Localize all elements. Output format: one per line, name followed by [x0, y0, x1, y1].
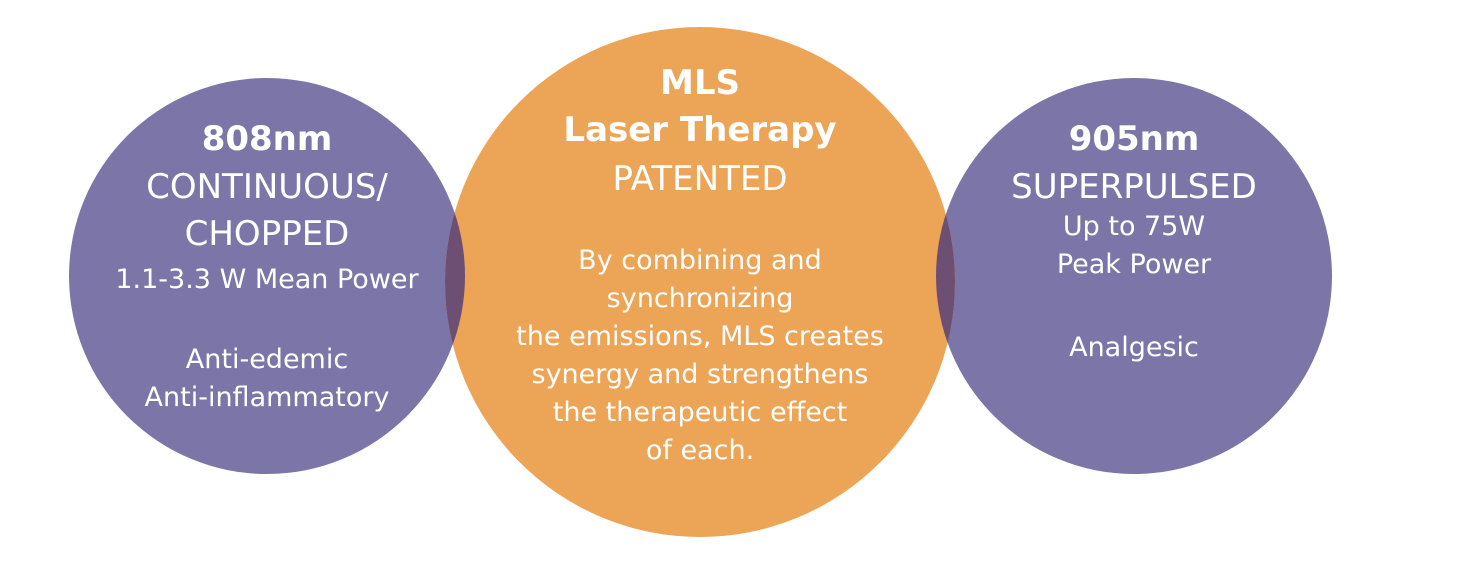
- right-power: Up to 75W Peak Power: [1056, 211, 1212, 280]
- center-title-line1: MLS: [660, 63, 740, 103]
- center-subtitle: PATENTED: [612, 159, 788, 199]
- right-mode: SUPERPULSED: [1011, 167, 1257, 207]
- left-mode-line1: CONTINUOUS/: [146, 167, 388, 207]
- right-circle: [936, 78, 1332, 474]
- center-description: By combining and synchronizing the emiss…: [516, 245, 884, 466]
- center-title-line2: Laser Therapy: [563, 110, 837, 150]
- center-circle: [445, 27, 955, 537]
- right-wavelength: 905nm: [1068, 119, 1200, 159]
- left-effects: Anti-edemic Anti-inflammatory: [144, 344, 390, 413]
- left-wavelength: 808nm: [201, 119, 333, 159]
- left-mode-line2: CHOPPED: [184, 214, 350, 254]
- left-power: 1.1-3.3 W Mean Power: [115, 264, 419, 295]
- left-circle: [69, 78, 465, 474]
- right-effect: Analgesic: [1069, 332, 1199, 363]
